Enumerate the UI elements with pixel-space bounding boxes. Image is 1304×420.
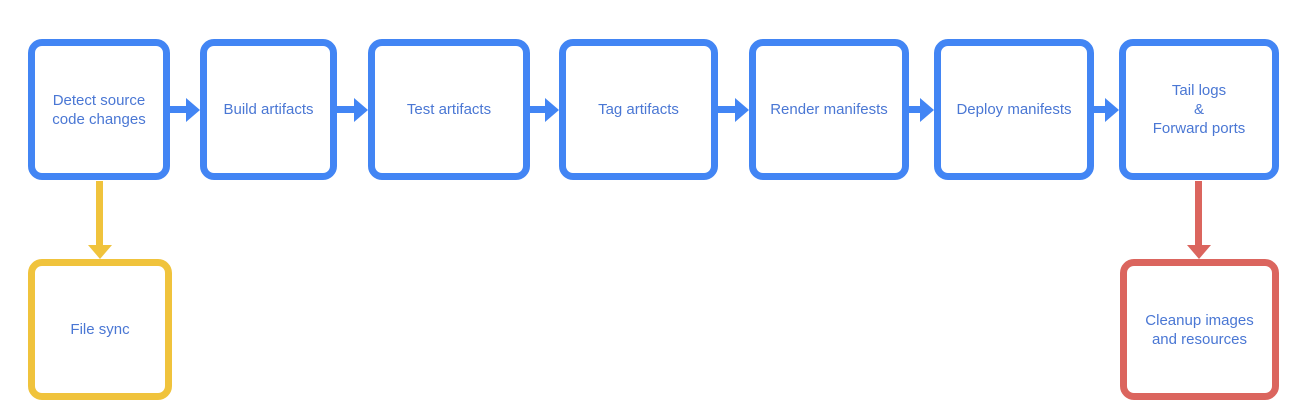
node-build-artifacts: Build artifacts	[200, 39, 337, 180]
arrow-head-icon	[186, 98, 200, 122]
arrow-head-icon	[920, 98, 934, 122]
node-render-manifests: Render manifests	[749, 39, 909, 180]
arrow-detect-to-file-sync	[88, 181, 112, 259]
node-label: Render manifests	[770, 101, 888, 118]
arrow-shaft	[170, 106, 188, 113]
node-label: Tail logs & Forward ports	[1152, 82, 1246, 137]
arrow-head-icon	[1105, 98, 1119, 122]
node-label: Build artifacts	[223, 101, 314, 118]
arrow-build-to-test	[337, 98, 368, 122]
node-label: Test artifacts	[406, 101, 492, 118]
arrow-shaft	[96, 181, 103, 247]
node-label: Tag artifacts	[598, 101, 679, 118]
arrow-shaft	[1094, 106, 1107, 113]
node-tag-artifacts: Tag artifacts	[559, 39, 718, 180]
arrow-head-icon	[354, 98, 368, 122]
node-test-artifacts: Test artifacts	[368, 39, 530, 180]
arrow-test-to-tag	[530, 98, 559, 122]
arrow-head-icon	[88, 245, 112, 259]
node-deploy-manifests: Deploy manifests	[934, 39, 1094, 180]
arrow-tag-to-render	[718, 98, 749, 122]
node-label: Detect source code changes	[52, 91, 146, 128]
node-label: Cleanup images and resources	[1145, 311, 1254, 348]
node-label: Deploy manifests	[956, 101, 1072, 118]
node-detect-source-code-changes: Detect source code changes	[28, 39, 170, 180]
arrow-shaft	[1195, 181, 1202, 247]
arrow-render-to-deploy	[909, 98, 934, 122]
arrow-head-icon	[545, 98, 559, 122]
arrow-shaft	[909, 106, 922, 113]
node-tail-logs-forward-ports: Tail logs & Forward ports	[1119, 39, 1279, 180]
arrow-detect-to-build	[170, 98, 200, 122]
arrow-shaft	[530, 106, 547, 113]
arrow-tail-logs-to-cleanup	[1187, 181, 1211, 259]
arrow-head-icon	[735, 98, 749, 122]
node-cleanup-images-and-resources: Cleanup images and resources	[1120, 259, 1279, 400]
node-file-sync: File sync	[28, 259, 172, 400]
arrow-shaft	[718, 106, 737, 113]
arrow-shaft	[337, 106, 356, 113]
node-label: File sync	[70, 321, 130, 338]
arrow-head-icon	[1187, 245, 1211, 259]
arrow-deploy-to-tail-logs	[1094, 98, 1119, 122]
